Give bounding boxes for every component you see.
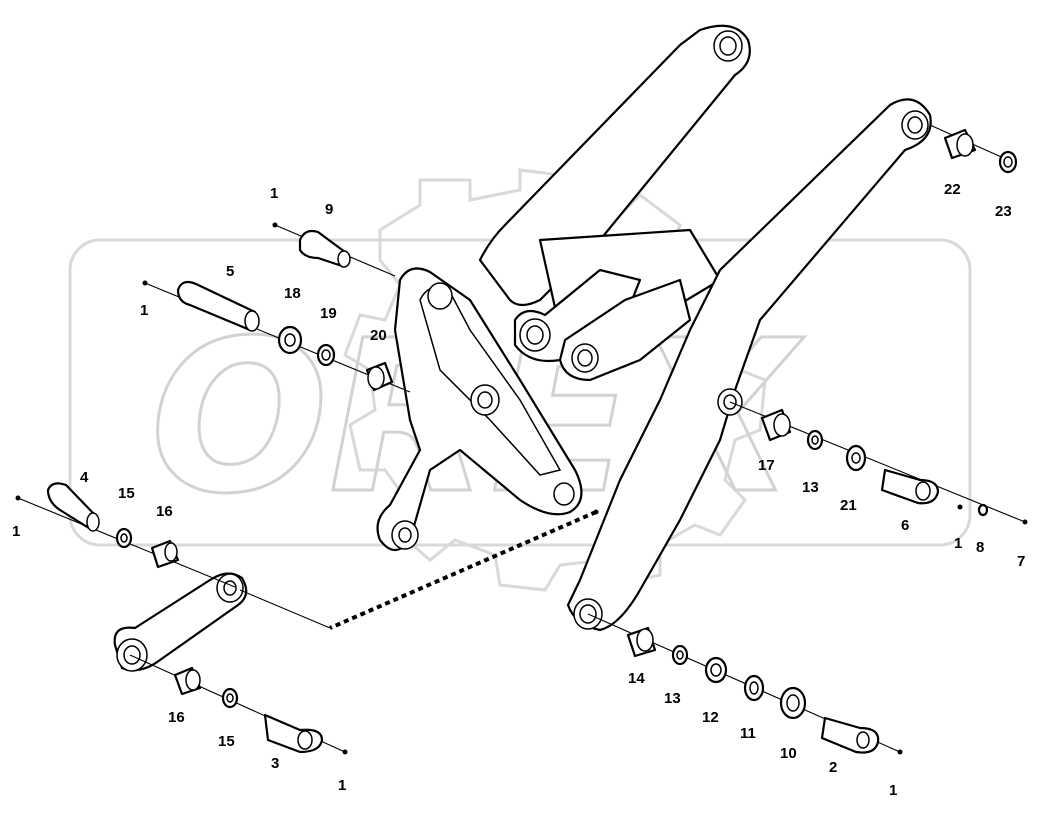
- callout-6: 6: [901, 517, 909, 534]
- callout-14: 14: [628, 670, 645, 687]
- callout-4: 4: [80, 469, 89, 486]
- callout-10: 10: [780, 745, 797, 762]
- callout-16-a: 16: [156, 503, 173, 520]
- bellcrank-lever: [376, 267, 583, 552]
- callout-15-a: 15: [118, 485, 135, 502]
- callout-18: 18: [284, 285, 301, 302]
- svg-text:1: 1: [889, 782, 897, 799]
- hardware-parts: [46, 128, 1018, 754]
- callout-3: 3: [271, 755, 279, 772]
- callout-2: 2: [829, 759, 837, 776]
- svg-text:1: 1: [12, 523, 20, 540]
- callout-13-a: 13: [802, 479, 819, 496]
- link-rod: [113, 572, 248, 672]
- callout-13-b: 13: [664, 690, 681, 707]
- callout-17: 17: [758, 457, 775, 474]
- callout-16-b: 16: [168, 709, 185, 726]
- callout-15-b: 15: [218, 733, 235, 750]
- svg-text:1: 1: [338, 777, 346, 794]
- connection-dashed-line: [329, 510, 597, 630]
- callout-5: 5: [226, 263, 234, 280]
- callout-23: 23: [995, 203, 1012, 220]
- callout-9: 9: [325, 201, 333, 218]
- callout-22: 22: [944, 181, 961, 198]
- svg-text:1: 1: [954, 535, 962, 552]
- callout-11: 11: [740, 725, 756, 742]
- svg-text:1: 1: [140, 302, 148, 319]
- callout-21: 21: [840, 497, 857, 514]
- callout-19: 19: [320, 305, 337, 322]
- callout-8: 8: [976, 539, 984, 556]
- callout-7: 7: [1017, 553, 1025, 570]
- callout-20: 20: [370, 327, 387, 344]
- callout-12: 12: [702, 709, 719, 726]
- end-dots: [15, 222, 1028, 755]
- callout-labels: 1 9 5 18 19 20 4 15 16 16 15 3 22 23 17 …: [12, 181, 1025, 799]
- callout-1-a: 1: [270, 185, 278, 202]
- boom-frame: [478, 24, 932, 632]
